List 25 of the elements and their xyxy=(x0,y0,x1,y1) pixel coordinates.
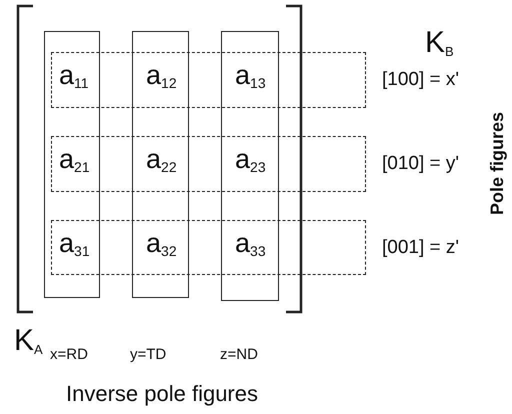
matrix-element: a$_{23}$ xyxy=(235,146,266,174)
column-box xyxy=(44,31,100,298)
axis-title: Inverse pole figures xyxy=(66,383,258,405)
column-box xyxy=(221,31,279,301)
direction-label: [010] = y' xyxy=(382,154,460,173)
frame-symbol: K$_{B}$ xyxy=(425,28,454,58)
matrix-element: a$_{31}$ xyxy=(59,230,90,258)
frame-symbol: K$_{A}$ xyxy=(14,326,43,356)
direction-label: [001] = z' xyxy=(382,238,460,257)
row-box xyxy=(51,52,366,108)
row-box xyxy=(51,220,366,275)
matrix-element: a$_{12}$ xyxy=(146,62,177,90)
column-box xyxy=(132,31,189,298)
matrix-element: a$_{33}$ xyxy=(235,230,266,258)
matrix-element: a$_{32}$ xyxy=(146,230,177,258)
axis-label: y=TD xyxy=(130,347,166,362)
matrix-element: a$_{22}$ xyxy=(146,146,177,174)
row-box xyxy=(51,136,366,192)
axis-label: x=RD xyxy=(50,347,88,362)
matrix-element: a$_{11}$ xyxy=(59,62,89,90)
direction-label: [100] = x' xyxy=(382,70,460,89)
matrix-element: a$_{21}$ xyxy=(59,146,90,174)
axis-title: Pole figures xyxy=(488,112,506,216)
axis-label: z=ND xyxy=(220,347,258,362)
matrix-element: a$_{13}$ xyxy=(235,62,266,90)
